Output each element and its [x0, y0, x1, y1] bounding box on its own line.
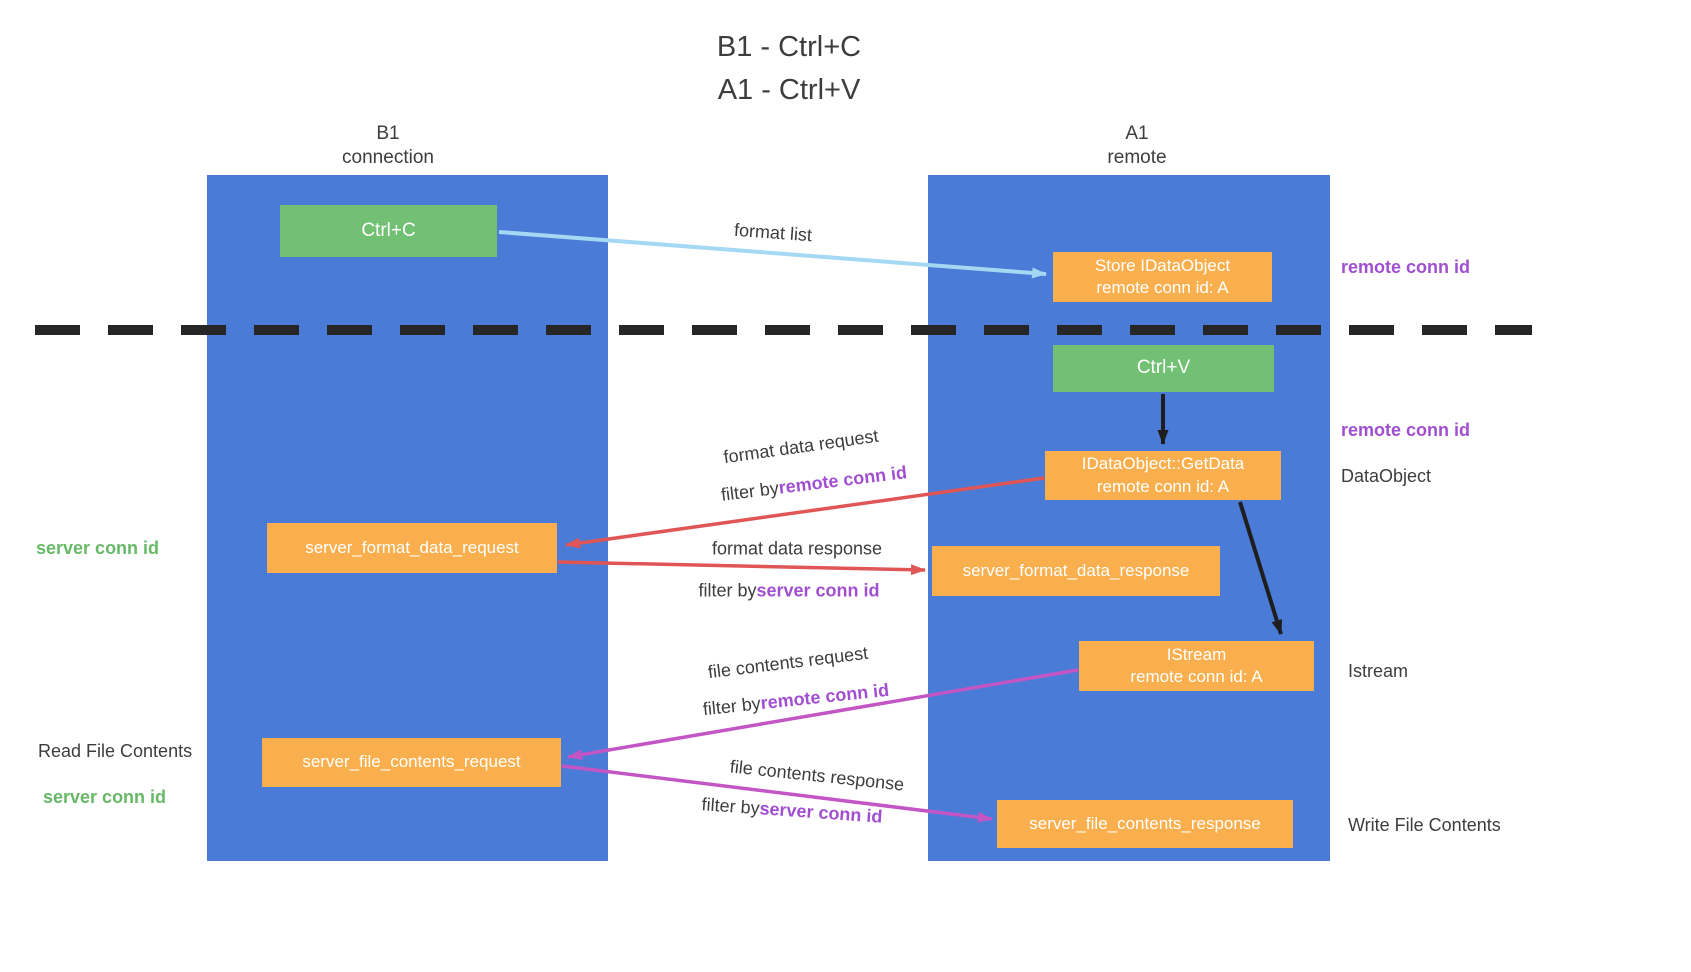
lane-a1-name: A1	[1125, 123, 1149, 144]
edge-label-filter-by-remote-2: filter byremote conn id	[702, 680, 890, 720]
edge-label-file-contents-request: file contents request	[706, 642, 870, 683]
node-server-format-data-response-label: server_format_data_response	[962, 560, 1190, 580]
node-ctrl-v-label: Ctrl+V	[1136, 357, 1191, 379]
node-getdata-line2: remote conn id: A	[1096, 476, 1230, 496]
lane-a1-subtitle: remote	[1107, 147, 1167, 168]
arrow-format-data-response	[557, 560, 926, 576]
node-istream: IStream remote conn id: A	[1079, 641, 1314, 691]
lane-b1-name: B1	[376, 123, 400, 144]
edge-label-file-contents-response: file contents response	[728, 756, 906, 795]
annotation-write-file-contents: Write File Contents	[1348, 815, 1501, 835]
filter-by-text: filter by	[719, 477, 780, 505]
edge-label-format-data-response: format data response	[711, 538, 883, 559]
node-server-file-contents-response-label: server_file_contents_response	[1029, 813, 1261, 833]
edge-label-format-data-request: format data request	[722, 425, 880, 468]
remote-conn-id-text: remote conn id	[759, 679, 891, 714]
node-server-file-contents-request-label: server_file_contents_request	[302, 752, 521, 772]
node-getdata-line1: IDataObject::GetData	[1081, 454, 1245, 474]
node-server-file-contents-request: server_file_contents_request	[262, 738, 561, 787]
edge-label-filter-by-server-2: filter byserver conn id	[701, 794, 883, 828]
node-idataobject-getdata: IDataObject::GetData remote conn id: A	[1045, 451, 1281, 500]
node-ctrl-v: Ctrl+V	[1053, 345, 1274, 392]
title-line-2: A1 - Ctrl+V	[717, 74, 861, 106]
edge-label-filter-by-server-1: filter byserver conn id	[698, 581, 879, 602]
node-server-format-data-request: server_format_data_request	[267, 523, 557, 573]
filter-by-text: filter by	[701, 693, 762, 720]
annotation-remote-conn-id-top: remote conn id	[1341, 257, 1471, 277]
node-store-idataobject-line2: remote conn id: A	[1096, 278, 1229, 297]
filter-by-text: filter by	[698, 580, 757, 601]
phase-divider-dashed-line	[35, 325, 1532, 335]
server-conn-id-text: server conn id	[756, 580, 880, 601]
edge-label-filter-by-remote-1: filter byremote conn id	[720, 462, 908, 506]
annotation-istream: Istream	[1348, 661, 1409, 681]
filter-by-text: filter by	[701, 794, 761, 819]
node-istream-line1: IStream	[1166, 644, 1227, 664]
annotation-server-conn-id-bottom: server conn id	[43, 787, 167, 807]
server-conn-id-text: server conn id	[758, 798, 884, 827]
node-server-format-data-response: server_format_data_response	[932, 546, 1220, 596]
node-ctrl-c-label: Ctrl+C	[361, 219, 416, 241]
annotation-dataobject: DataObject	[1341, 466, 1432, 486]
node-istream-line2: remote conn id: A	[1130, 667, 1263, 686]
title-line-1: B1 - Ctrl+C	[716, 31, 862, 63]
node-store-idataobject-line1: Store IDataObject	[1094, 255, 1231, 275]
annotation-server-conn-id-top: server conn id	[36, 538, 160, 558]
diagram-title: B1 - Ctrl+C A1 - Ctrl+V	[589, 26, 989, 112]
lane-header-a1: A1 remote	[1027, 122, 1247, 170]
annotation-read-file-contents: Read File Contents	[38, 741, 193, 761]
edge-label-format-list: format list	[733, 219, 813, 246]
remote-conn-id-text: remote conn id	[777, 462, 908, 498]
annotation-remote-conn-id-mid: remote conn id	[1341, 420, 1471, 440]
node-ctrl-c: Ctrl+C	[280, 205, 497, 257]
node-server-format-data-request-label: server_format_data_request	[305, 537, 519, 557]
node-store-idataobject: Store IDataObject remote conn id: A	[1053, 252, 1272, 302]
lane-b1-subtitle: connection	[342, 147, 434, 168]
node-server-file-contents-response: server_file_contents_response	[997, 800, 1293, 848]
lane-header-b1: B1 connection	[278, 122, 498, 170]
